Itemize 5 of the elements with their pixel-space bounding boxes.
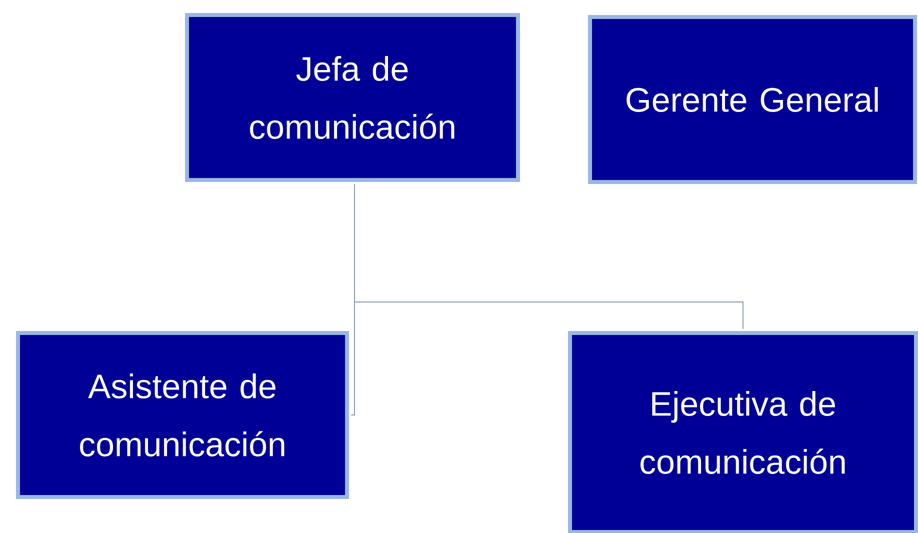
connector-line: [354, 184, 744, 330]
org-box: Ejecutiva de comunicación: [568, 331, 918, 533]
org-box: Jefa de comunicación: [185, 13, 520, 182]
org-box: Gerente General: [588, 15, 917, 184]
org-box: Asistente de comunicación: [16, 331, 349, 499]
